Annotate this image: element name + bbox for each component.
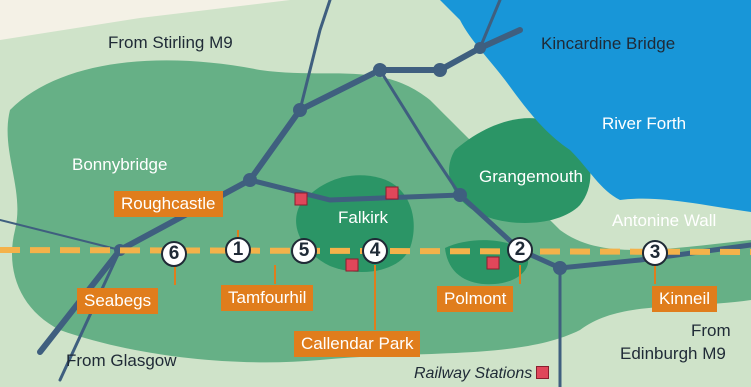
grangemouth-area xyxy=(449,118,591,223)
river-forth xyxy=(440,0,751,212)
site-marker-3[interactable]: 3 xyxy=(642,240,668,266)
legend-railway-stations: Railway Stations xyxy=(414,364,550,384)
legend-label: Railway Stations xyxy=(414,365,533,382)
railway-station xyxy=(294,192,308,206)
site-marker-2[interactable]: 2 xyxy=(507,237,533,263)
site-tag-kinneil: Kinneil xyxy=(652,286,718,312)
label-bonnybridge: Bonnybridge xyxy=(72,155,168,174)
site-marker-1[interactable]: 1 xyxy=(225,237,251,263)
label-river-forth: River Forth xyxy=(602,114,687,133)
railway-station xyxy=(486,256,500,270)
site-marker-5[interactable]: 5 xyxy=(291,238,317,264)
site-tag-tamfourhil: Tamfourhil xyxy=(221,285,314,311)
junction xyxy=(553,261,567,275)
site-tag-polmont: Polmont xyxy=(437,286,514,312)
road-west xyxy=(0,219,121,251)
road-sw xyxy=(58,248,122,382)
station-square-icon xyxy=(536,366,550,379)
road-kincardine xyxy=(478,0,502,50)
junction xyxy=(433,63,447,77)
site-marker-4[interactable]: 4 xyxy=(362,238,388,264)
label-from-edinburgh-line1: From xyxy=(691,321,731,340)
site-tag-callendar-park: Callendar Park xyxy=(294,331,421,357)
site-tag-roughcastle: Roughcastle xyxy=(114,191,223,217)
label-from-glasgow: From Glasgow xyxy=(66,351,177,370)
junction xyxy=(243,173,257,187)
label-antonine-wall: Antonine Wall xyxy=(612,211,717,230)
road-north xyxy=(298,0,332,112)
railway-station xyxy=(385,186,399,200)
label-kincardine-bridge: Kincardine Bridge xyxy=(541,34,676,53)
junction xyxy=(293,103,307,117)
site-tag-seabegs: Seabegs xyxy=(77,288,159,314)
railway-station xyxy=(345,258,359,272)
junction xyxy=(453,188,467,202)
site-marker-6[interactable]: 6 xyxy=(161,241,187,267)
label-falkirk: Falkirk xyxy=(338,208,389,227)
label-grangemouth: Grangemouth xyxy=(479,167,583,186)
road-east xyxy=(378,68,462,197)
label-from-stirling: From Stirling M9 xyxy=(108,33,233,52)
junction xyxy=(373,63,387,77)
label-from-edinburgh-line2: Edinburgh M9 xyxy=(620,344,726,363)
junction xyxy=(474,42,486,54)
road-m9-stirling xyxy=(37,27,523,355)
